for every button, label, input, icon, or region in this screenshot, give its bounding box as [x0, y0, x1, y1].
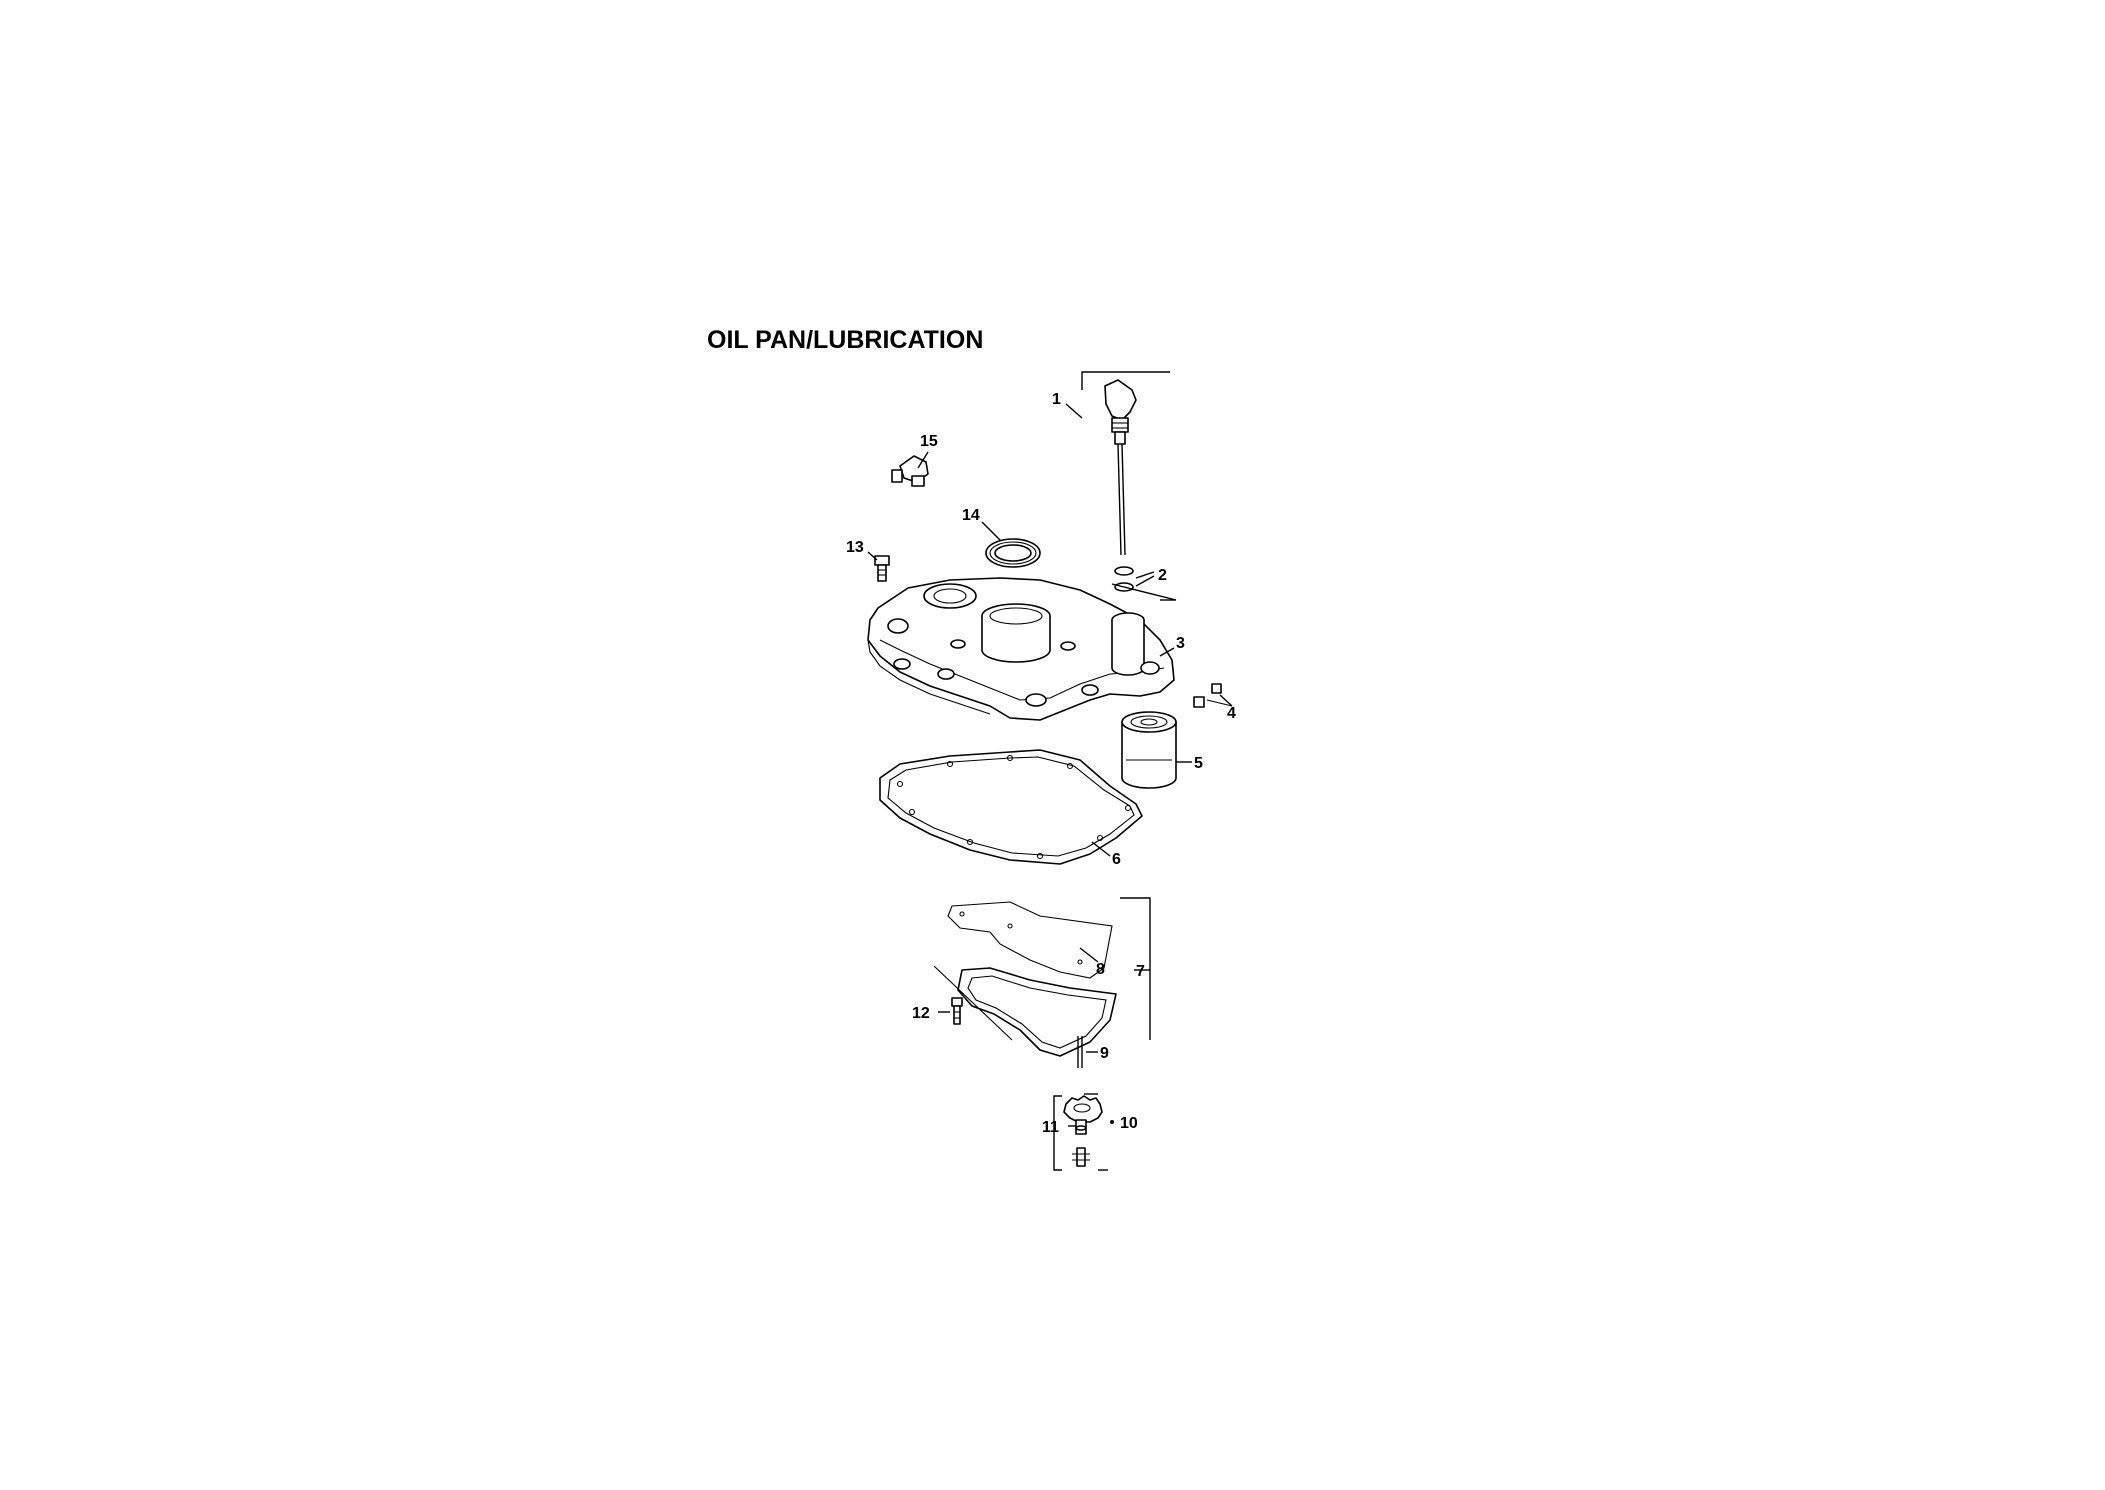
baffle-plates [933, 897, 1151, 1057]
bolt-12 [951, 997, 963, 1025]
callout-14: 14 [962, 507, 980, 524]
page-title: OIL PAN/LUBRICATION [707, 326, 984, 354]
dipstick [1081, 371, 1170, 556]
callout-12: 12 [912, 1005, 930, 1022]
callout-4: 4 [1227, 705, 1236, 722]
callout-13: 13 [846, 539, 864, 556]
bolt-13 [874, 555, 890, 582]
callout-8: 8 [1096, 961, 1105, 978]
seal [985, 538, 1041, 568]
callout-10: 10 [1120, 1115, 1138, 1132]
callout-2: 2 [1158, 567, 1167, 584]
callout-6: 6 [1112, 851, 1121, 868]
pan-gasket [879, 749, 1143, 865]
oil-pump-gear [1053, 1093, 1114, 1171]
pin [1077, 1036, 1098, 1068]
callout-9: 9 [1100, 1045, 1109, 1062]
oil-filter [1121, 711, 1177, 789]
callout-11: 11 [1042, 1119, 1059, 1136]
drain-plug [1193, 683, 1233, 708]
o-rings [1111, 566, 1177, 601]
callout-3: 3 [1176, 635, 1185, 652]
callout-7: 7 [1136, 963, 1145, 980]
oil-pan [867, 577, 1175, 721]
callout-15: 15 [920, 433, 938, 450]
callout-5: 5 [1194, 755, 1203, 772]
callout-1: 1 [1052, 391, 1061, 408]
